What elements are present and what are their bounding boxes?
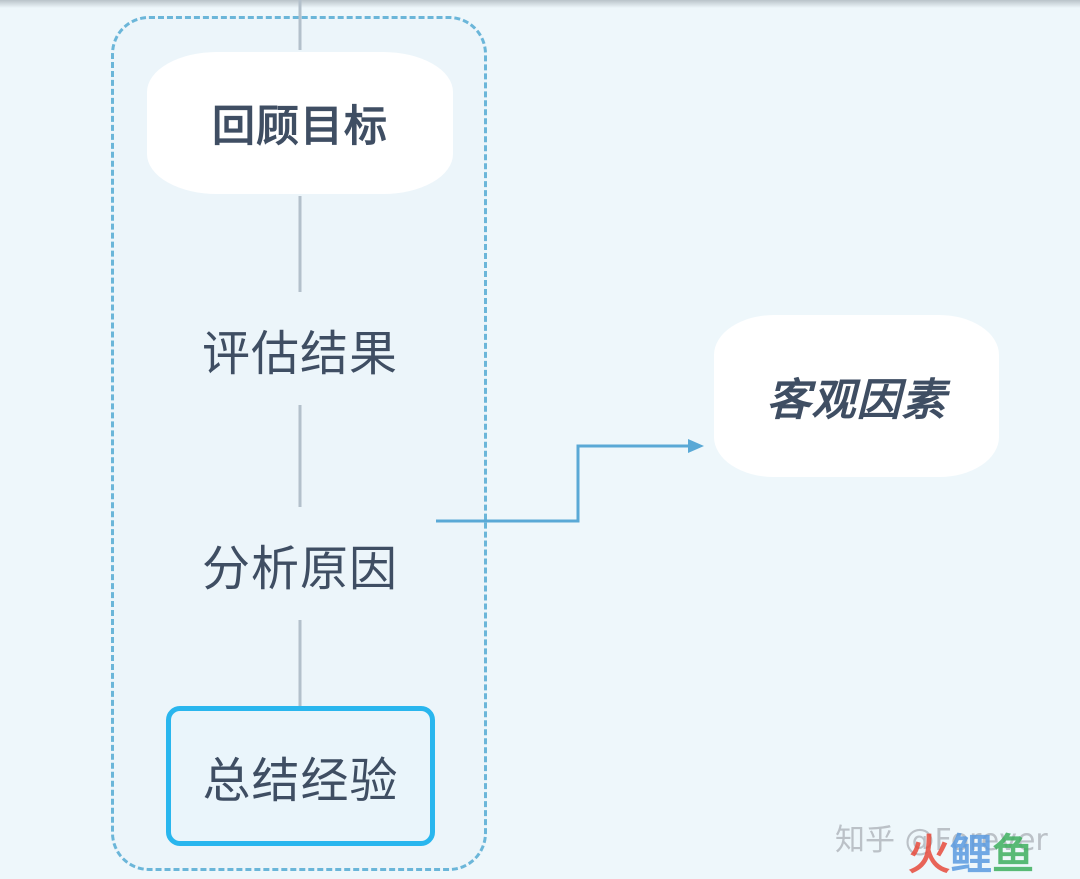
node-analyze-cause[interactable]: 分析原因	[150, 510, 450, 618]
watermark-logo: 火 鲤 鱼	[908, 832, 1068, 878]
watermark-logo-char-2: 鲤	[950, 830, 993, 879]
watermark-text: 知乎 @Forever	[835, 823, 1048, 858]
node-review-goal[interactable]: 回顾目标	[147, 52, 453, 194]
node-summarize-experience-label: 总结经验	[202, 753, 399, 809]
node-summarize-experience[interactable]: 总结经验	[166, 706, 435, 846]
top-shadow	[0, 0, 1080, 8]
watermark-logo-char-3: 鱼	[992, 830, 1035, 879]
arrow-head	[688, 439, 704, 453]
node-review-goal-label: 回顾目标	[212, 102, 388, 152]
node-evaluate-result[interactable]: 评估结果	[150, 295, 450, 403]
node-analyze-cause-label: 分析原因	[201, 541, 398, 597]
node-evaluate-result-label: 评估结果	[201, 326, 398, 382]
watermark-logo-char-1: 火	[908, 830, 951, 879]
arrow-analyze-objective	[436, 444, 690, 523]
node-objective-factors[interactable]: 客观因素	[714, 315, 999, 477]
node-objective-factors-label: 客观因素	[766, 375, 947, 426]
